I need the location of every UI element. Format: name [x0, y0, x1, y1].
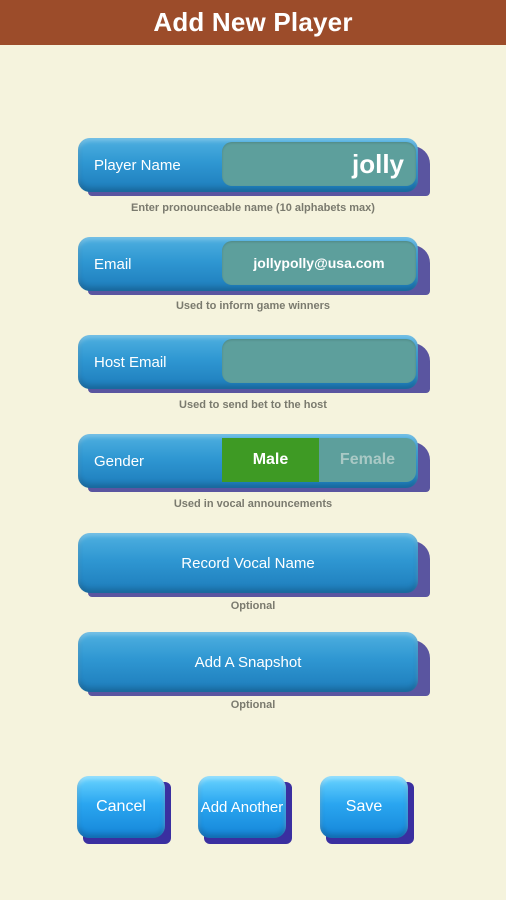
email-row: Email jollypolly@usa.com	[78, 237, 430, 295]
gender-male-option[interactable]: Male	[222, 438, 319, 482]
record-vocal-hint: Optional	[230, 600, 276, 612]
cancel-button-wrap: Cancel	[77, 776, 171, 844]
add-another-button-wrap: Add Another	[198, 776, 292, 844]
page-title: Add New Player	[0, 0, 506, 45]
save-button[interactable]: Save	[320, 776, 408, 838]
page-title-text: Add New Player	[153, 7, 353, 37]
host-email-input[interactable]	[222, 339, 416, 383]
gender-row: Gender Male Female	[78, 434, 430, 492]
gender-hint: Used in vocal announcements	[173, 498, 333, 510]
host-email-hint: Used to send bet to the host	[179, 399, 327, 411]
player-name-hint: Enter pronounceable name (10 alphabets m…	[131, 202, 375, 214]
host-email-bar: Host Email	[78, 335, 418, 389]
email-hint: Used to inform game winners	[175, 300, 331, 312]
player-name-bar: Player Name jolly	[78, 138, 418, 192]
record-vocal-row: Record Vocal Name	[78, 533, 430, 597]
player-name-input[interactable]: jolly	[222, 142, 416, 186]
player-name-row: Player Name jolly	[78, 138, 430, 196]
record-vocal-name-button[interactable]: Record Vocal Name	[78, 533, 418, 593]
email-input[interactable]: jollypolly@usa.com	[222, 241, 416, 285]
email-label: Email	[94, 255, 132, 273]
cancel-button[interactable]: Cancel	[77, 776, 165, 838]
gender-bar: Gender Male Female	[78, 434, 418, 488]
gender-female-option[interactable]: Female	[319, 438, 416, 482]
snapshot-row: Add A Snapshot	[78, 632, 430, 696]
record-vocal-label: Record Vocal Name	[181, 554, 315, 572]
host-email-label: Host Email	[94, 353, 167, 371]
snapshot-hint: Optional	[230, 699, 276, 711]
save-button-wrap: Save	[320, 776, 414, 844]
snapshot-label: Add A Snapshot	[194, 653, 302, 671]
email-bar: Email jollypolly@usa.com	[78, 237, 418, 291]
gender-label: Gender	[94, 452, 145, 470]
host-email-row: Host Email	[78, 335, 430, 393]
player-name-label: Player Name	[94, 156, 181, 174]
add-another-button[interactable]: Add Another	[198, 776, 286, 838]
add-snapshot-button[interactable]: Add A Snapshot	[78, 632, 418, 692]
